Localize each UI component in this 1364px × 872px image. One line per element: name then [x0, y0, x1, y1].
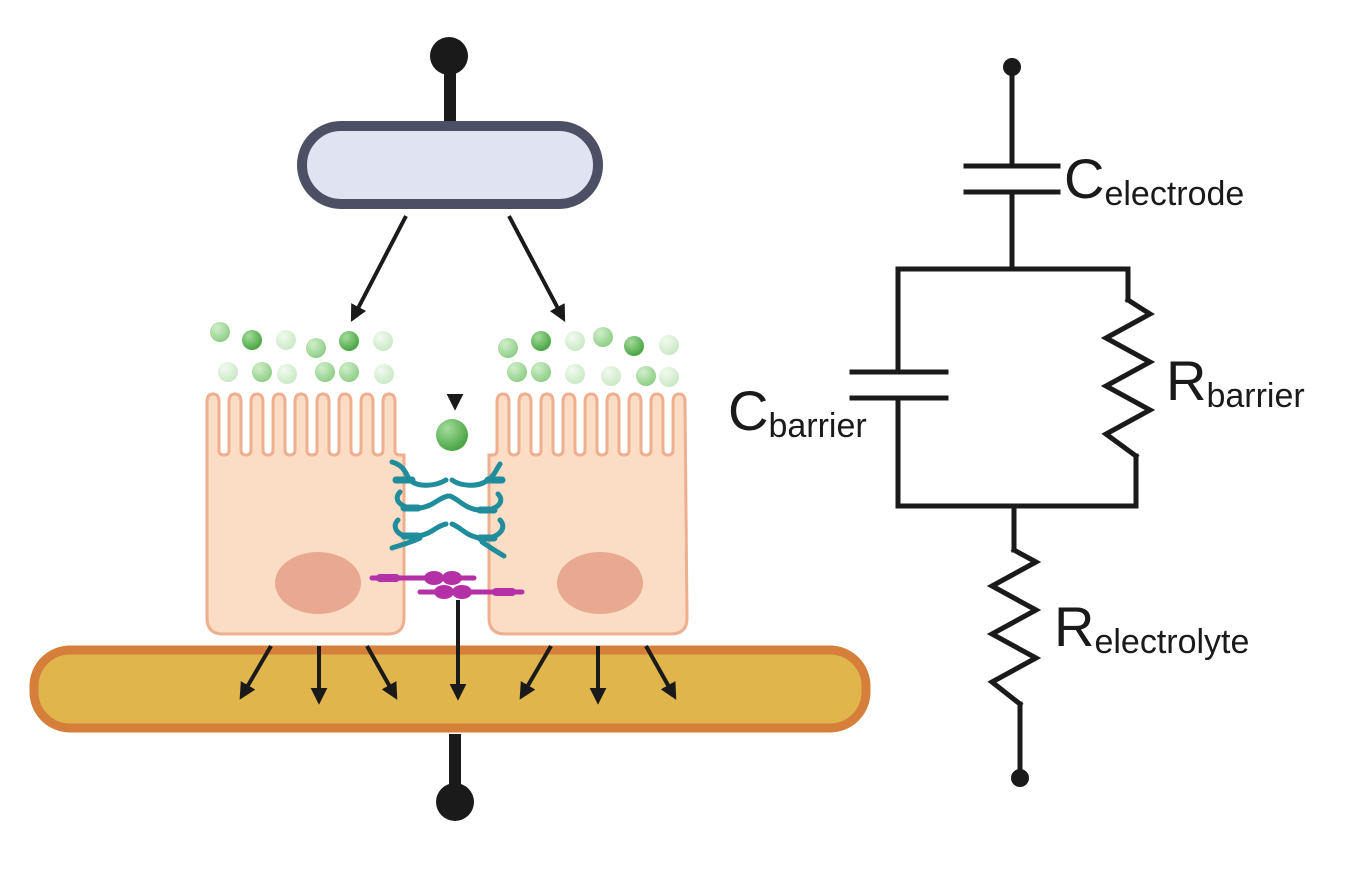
molecule-icon: [507, 362, 527, 382]
bottom-terminal-icon: [436, 734, 474, 821]
label-r-electrolyte: Relectrolyte: [1054, 595, 1249, 661]
molecule-icon: [498, 338, 518, 358]
nucleus: [275, 552, 361, 614]
circuit-terminal-bottom: [1011, 769, 1029, 787]
molecule-icon: [306, 338, 326, 358]
molecule-icon: [339, 362, 359, 382]
molecule-icon: [276, 330, 296, 350]
label-c-barrier: Cbarrier: [728, 379, 867, 445]
label-c-electrode: Celectrode: [1064, 147, 1244, 213]
molecule-icon: [601, 366, 621, 386]
label-r-barrier: Rbarrier: [1166, 349, 1305, 415]
bottom-electrode-substrate: [29, 645, 871, 733]
molecule-icon: [531, 331, 551, 351]
arrow: [365, 645, 398, 700]
molecule-icon: [624, 336, 644, 356]
molecule-icon: [659, 335, 679, 355]
nucleus: [557, 552, 643, 614]
equivalent-circuit: [849, 58, 1156, 787]
molecule-icon: [565, 364, 585, 384]
molecule-icon: [565, 331, 585, 351]
molecule-icon: [593, 327, 613, 347]
molecule-icon: [531, 362, 551, 382]
molecule-icon: [636, 366, 656, 386]
top-terminal-icon: [430, 37, 468, 126]
molecule-icon: [218, 362, 238, 382]
epithelial-cell-right: [487, 392, 689, 636]
molecule-icon: [339, 331, 359, 351]
current-arrows-bottom: [239, 600, 677, 705]
arrow-right: [507, 215, 566, 322]
molecule-icon: [210, 322, 230, 342]
molecule-cluster-right: [498, 327, 679, 387]
molecule-icon: [242, 330, 262, 350]
arrow: [519, 644, 553, 700]
epithelial-cell-left: [205, 392, 406, 636]
molecule-icon: [374, 364, 394, 384]
molecule-icon: [252, 362, 272, 382]
paracellular-molecule-icon: [436, 419, 468, 451]
arrow: [644, 645, 677, 700]
molecule-cluster-left: [210, 322, 394, 384]
tight-junction-icon: [389, 459, 507, 559]
top-electrode: [297, 121, 603, 209]
arrow: [239, 644, 273, 700]
arrow-left: [350, 215, 408, 322]
r-barrier-zigzag: [1100, 296, 1156, 460]
molecule-icon: [277, 364, 297, 384]
desmosome-icon: [369, 571, 525, 599]
molecule-icon: [315, 362, 335, 382]
r-electrolyte-zigzag: [986, 546, 1042, 708]
molecule-icon: [373, 331, 393, 351]
current-arrows-top: [350, 215, 566, 411]
molecule-icon: [659, 367, 679, 387]
